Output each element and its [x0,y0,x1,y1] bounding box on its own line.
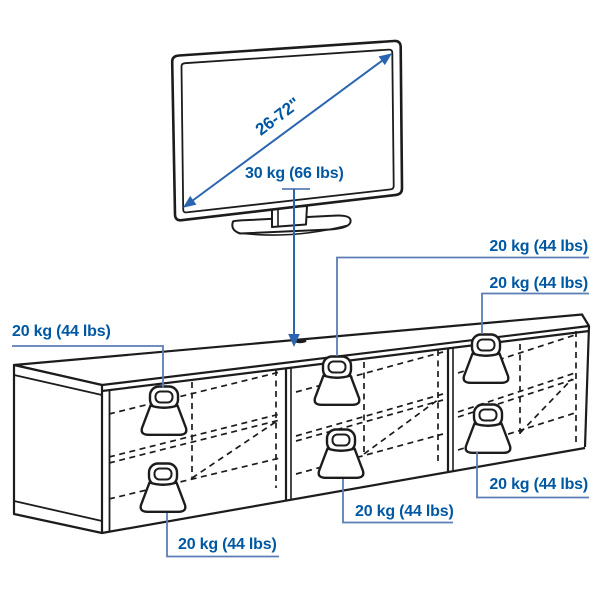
shelf-load-label-left-top: 20 kg (44 lbs) [12,323,111,340]
bench-left-panel [12,363,104,535]
shelf-load-label-middle-top: 20 kg (44 lbs) [489,238,588,255]
load-weight-icon [139,462,187,513]
shelf-load-label-left-bottom: 20 kg (44 lbs) [178,536,277,553]
tv-max-load-label: 30 kg (66 lbs) [245,165,344,182]
shelf-load-label-right-top: 20 kg (44 lbs) [489,275,588,292]
leader-lines [12,188,589,558]
down-arrow-icon [288,189,300,347]
shelf-load-label-middle-bottom: 20 kg (44 lbs) [355,503,454,520]
load-weight-icon [140,385,188,436]
tv-stand [231,205,352,236]
shelf-load-label-right-bottom: 20 kg (44 lbs) [489,476,588,493]
bench-hidden-edges [108,331,577,500]
diagonal-arrow-icon [182,53,393,208]
load-weight-icon [317,428,365,479]
bench-illustration [12,313,591,535]
tv-illustration [170,39,404,236]
